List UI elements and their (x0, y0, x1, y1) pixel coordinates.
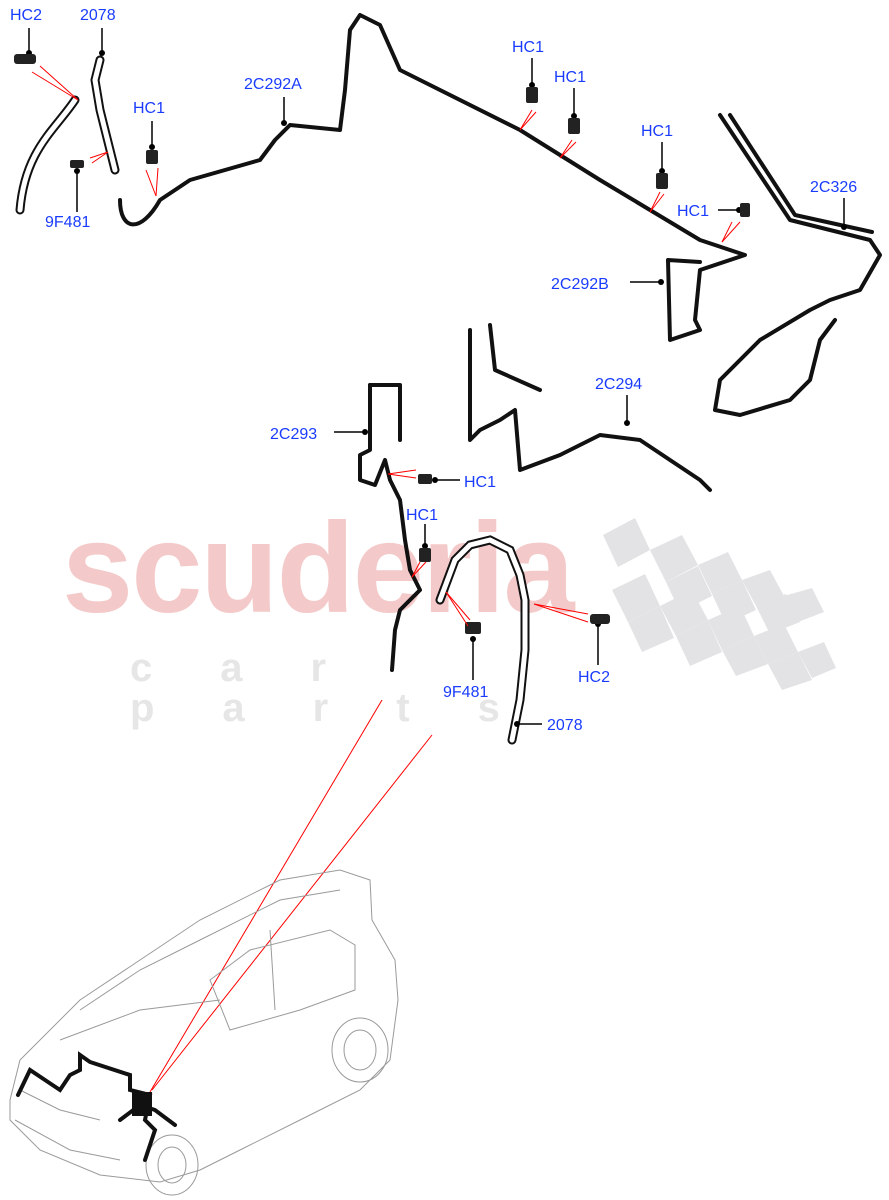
callout-2c293[interactable]: 2C293 (270, 426, 318, 443)
callout-hc1-top-left[interactable]: HC1 (133, 100, 166, 117)
callout-2078-top[interactable]: 2078 (80, 7, 116, 24)
callout-hc1-b[interactable]: HC1 (554, 69, 587, 86)
callout-hc1-mid-right[interactable]: HC1 (464, 474, 497, 491)
callout-9f481-bottom[interactable]: 9F481 (443, 684, 489, 701)
pointer-lines (31, 65, 741, 1093)
clip-icons (14, 54, 750, 634)
callout-2c292a[interactable]: 2C292A (244, 76, 302, 93)
callout-hc1-c[interactable]: HC1 (641, 123, 674, 140)
checkered-flag-watermark (603, 518, 836, 690)
callout-hc2-top-left[interactable]: HC2 (10, 7, 43, 24)
watermark-brand: scuderia (62, 497, 574, 640)
vehicle-illustration (9, 869, 399, 1196)
callout-hc2-bottom[interactable]: HC2 (578, 669, 611, 686)
callout-hc1-mid[interactable]: HC1 (406, 507, 439, 524)
callout-2c292b[interactable]: 2C292B (551, 276, 609, 293)
callout-hc1-d[interactable]: HC1 (677, 203, 710, 220)
leader-lines (28, 28, 845, 725)
watermark-tagline: car parts (130, 646, 568, 730)
brake-pipes (118, 13, 882, 672)
flex-hoses (15, 55, 530, 745)
callout-2c326[interactable]: 2C326 (810, 179, 858, 196)
callout-2c294[interactable]: 2C294 (595, 376, 643, 393)
hose-highlight (132, 1092, 152, 1116)
callout-9f481-top[interactable]: 9F481 (45, 214, 91, 231)
callout-2078-bottom[interactable]: 2078 (547, 717, 583, 734)
callout-hc1-a[interactable]: HC1 (512, 39, 545, 56)
